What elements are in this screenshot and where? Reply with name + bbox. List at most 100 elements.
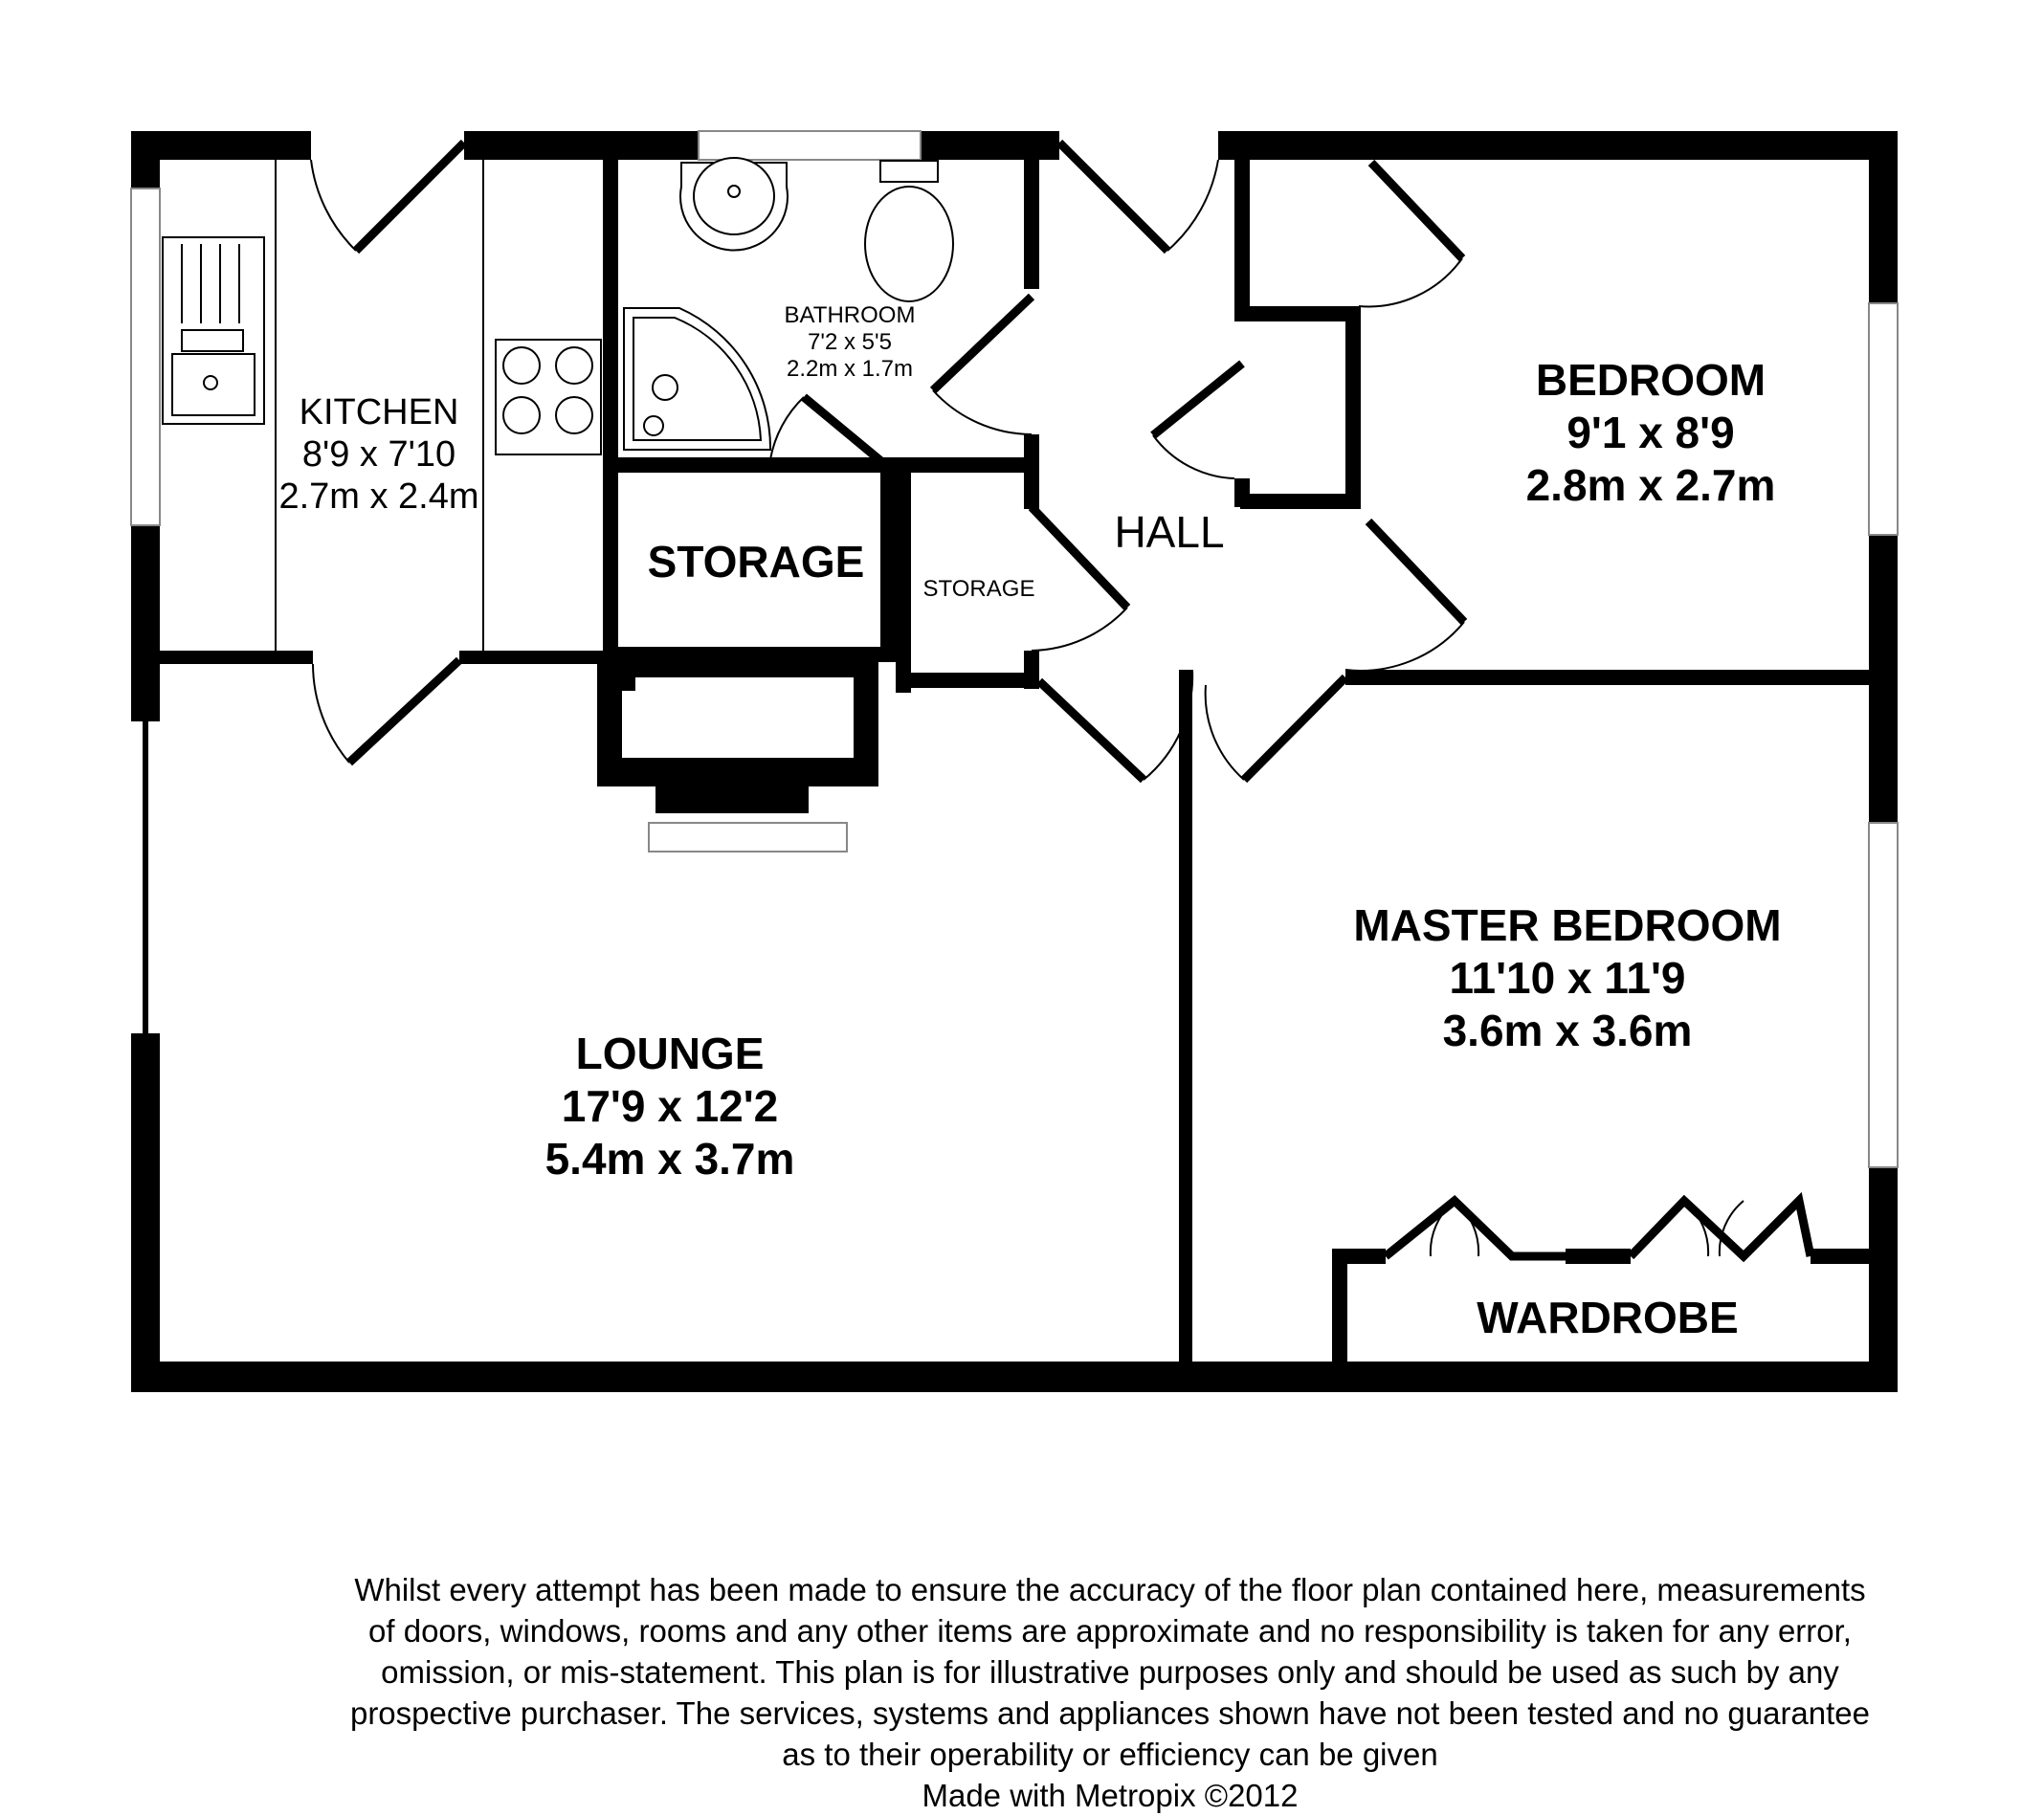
wall-storage-bottom bbox=[603, 647, 896, 662]
disclaimer: Whilst every attempt has been made to en… bbox=[239, 1569, 1981, 1816]
door-hall-lounge-swing bbox=[1143, 669, 1194, 781]
door-master-bedroom-swing bbox=[1204, 684, 1245, 781]
wall-top-kitchen bbox=[131, 131, 311, 160]
toilet-bowl bbox=[864, 186, 954, 302]
windows bbox=[130, 130, 1899, 1168]
disclaimer-line: omission, or mis-statement. This plan is… bbox=[381, 1654, 1839, 1690]
bathroom-name: BATHROOM bbox=[785, 302, 916, 328]
bedroom-metric: 2.8m x 2.7m bbox=[1526, 460, 1776, 510]
wall-chimney-midtop bbox=[635, 662, 878, 677]
window-kitchen bbox=[130, 188, 161, 526]
wardrobe-name: WARDROBE bbox=[1477, 1293, 1738, 1342]
master-bedroom-name: MASTER BEDROOM bbox=[1353, 900, 1781, 950]
hob-ring-2 bbox=[555, 346, 593, 385]
internal-walls bbox=[160, 131, 1898, 1392]
master-bedroom-metric: 3.6m x 3.6m bbox=[1443, 1006, 1693, 1055]
wall-bath-right-a bbox=[1024, 131, 1039, 289]
wall-bottom bbox=[131, 1362, 1898, 1392]
wall-storage-top bbox=[603, 457, 890, 473]
window-master bbox=[1868, 822, 1899, 1168]
sink-drain bbox=[203, 375, 218, 390]
door-bedroom-cupboard-top-swing bbox=[1358, 257, 1463, 308]
door-hall-lounge[interactable] bbox=[1035, 677, 1147, 784]
door-master-bedroom[interactable] bbox=[1240, 674, 1349, 784]
door-bathroom-swing bbox=[769, 396, 805, 460]
wall-bed-master-divider bbox=[1345, 670, 1898, 685]
wall-chimney-base bbox=[655, 758, 809, 813]
kitchen-name: KITCHEN bbox=[300, 392, 459, 432]
door-small-storage-swing bbox=[1031, 607, 1128, 652]
wall-lounge-master-divider bbox=[1179, 670, 1192, 1392]
disclaimer-line: Whilst every attempt has been made to en… bbox=[354, 1572, 1866, 1607]
door-hall-cupboard-swing bbox=[1152, 434, 1235, 479]
wall-bath-right-b bbox=[1024, 434, 1039, 509]
door-bath-hall[interactable] bbox=[929, 293, 1035, 394]
door-hall-entry[interactable] bbox=[1055, 139, 1171, 255]
window-bedroom bbox=[1868, 302, 1899, 536]
shower-head bbox=[652, 374, 678, 401]
window-bathroom bbox=[698, 130, 922, 161]
bathroom-metric: 2.2m x 1.7m bbox=[787, 356, 913, 382]
master-bedroom-imperial: 11'10 x 11'9 bbox=[1449, 953, 1685, 1003]
wall-top-bedroom bbox=[1218, 131, 1898, 160]
wall-wardrobe-left bbox=[1332, 1249, 1347, 1392]
wall-smallstore-bottom bbox=[896, 673, 1039, 688]
outer-walls bbox=[131, 131, 1898, 1392]
shower-tray-inner bbox=[633, 317, 763, 441]
storage-small-name: STORAGE bbox=[923, 576, 1035, 602]
wall-smallstore-top bbox=[890, 457, 1038, 473]
wall-bedroom-left-a bbox=[1234, 160, 1250, 311]
door-bathroom[interactable] bbox=[801, 393, 885, 466]
door-bedroom-cupboard-top[interactable] bbox=[1367, 159, 1466, 262]
hob-ring-4 bbox=[555, 396, 593, 434]
wall-wardrobe-top-b bbox=[1566, 1249, 1631, 1264]
doors bbox=[310, 139, 1815, 1263]
wall-left-lower bbox=[131, 1033, 160, 1392]
wall-wardrobe-top-c bbox=[1811, 1249, 1877, 1264]
kitchen-metric: 2.7m x 2.4m bbox=[278, 476, 478, 517]
door-bedroom[interactable] bbox=[1365, 518, 1468, 626]
bedroom-name: BEDROOM bbox=[1536, 355, 1766, 405]
door-bath-hall-swing bbox=[932, 389, 1033, 435]
shower-drain bbox=[643, 415, 664, 436]
door-wardrobe-swing-b bbox=[1429, 1200, 1455, 1257]
wall-smallstore-right bbox=[1024, 651, 1039, 689]
door-kitchen-lounge-swing bbox=[312, 663, 350, 764]
wall-kitchen-bottom-a bbox=[160, 651, 313, 664]
door-kitchen-lounge[interactable] bbox=[345, 656, 463, 766]
disclaimer-line: as to their operability or efficiency ca… bbox=[782, 1737, 1438, 1772]
bathroom-fixtures bbox=[623, 157, 954, 451]
door-hall-entry-swing bbox=[1166, 159, 1219, 252]
wall-bedroom-cupboard-bottom bbox=[1240, 494, 1361, 509]
hall-name: HALL bbox=[1114, 507, 1224, 557]
hob-ring-1 bbox=[502, 346, 541, 385]
disclaimer-line: of doors, windows, rooms and any other i… bbox=[368, 1613, 1852, 1649]
washbasin-drain bbox=[727, 185, 741, 198]
bathroom-imperial: 7'2 x 5'5 bbox=[808, 329, 892, 355]
door-bedroom-swing bbox=[1344, 621, 1465, 672]
window-lounge-hearth bbox=[648, 822, 848, 853]
door-hall-cupboard[interactable] bbox=[1150, 360, 1245, 439]
credit: Made with Metropix ©2012 bbox=[922, 1778, 1299, 1813]
door-wardrobe-swing-c bbox=[1683, 1200, 1710, 1257]
door-kitchen-top[interactable] bbox=[352, 139, 468, 255]
wall-bedroom-left-b bbox=[1234, 478, 1250, 507]
door-wardrobe-left[interactable] bbox=[1383, 1195, 1566, 1261]
floor-plan: KITCHEN 8'9 x 7'10 2.7m x 2.4m BATHROOM … bbox=[130, 130, 1899, 1392]
disclaimer-line: prospective purchaser. The services, sys… bbox=[349, 1695, 1871, 1731]
door-wardrobe-swing-d bbox=[1718, 1200, 1744, 1257]
wall-smallstore-left bbox=[896, 467, 911, 693]
door-wardrobe-right[interactable] bbox=[1627, 1191, 1815, 1263]
hob-ring-3 bbox=[502, 396, 541, 434]
lounge-name: LOUNGE bbox=[576, 1029, 765, 1078]
door-small-storage[interactable] bbox=[1028, 503, 1131, 611]
door-kitchen-top-swing bbox=[310, 159, 357, 252]
lounge-metric: 5.4m x 3.7m bbox=[545, 1134, 795, 1184]
kitchen-fixtures bbox=[162, 160, 602, 651]
lounge-imperial: 17'9 x 12'2 bbox=[562, 1081, 779, 1131]
wall-kitchen-bottom-b bbox=[459, 651, 622, 664]
room-labels: KITCHEN 8'9 x 7'10 2.7m x 2.4m BATHROOM … bbox=[278, 302, 1781, 1342]
bedroom-imperial: 9'1 x 8'9 bbox=[1566, 408, 1734, 457]
wall-storage-right bbox=[880, 457, 896, 662]
sink-bowl-small bbox=[181, 329, 244, 352]
